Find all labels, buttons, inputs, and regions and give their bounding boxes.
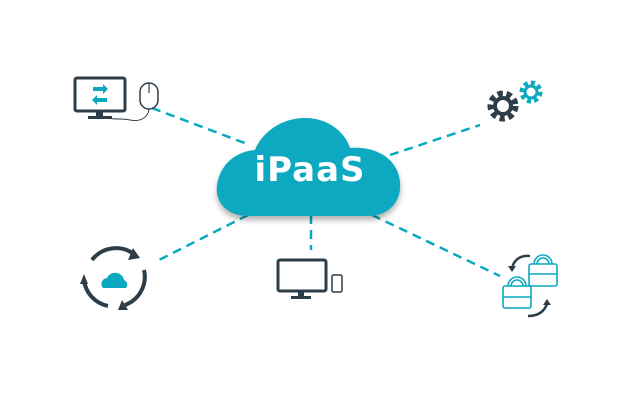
briefcase-exchange-icon bbox=[502, 254, 558, 318]
connector-bottom-left bbox=[154, 213, 249, 264]
connector-top-left bbox=[151, 106, 251, 147]
cloud-cycle-icon bbox=[80, 246, 147, 310]
desktop-sync-mouse-icon bbox=[73, 76, 159, 121]
connectors bbox=[151, 106, 501, 278]
connector-bottom-right bbox=[371, 213, 501, 278]
connector-top-right bbox=[389, 123, 481, 157]
desktop-mobile-icon bbox=[276, 258, 343, 299]
gears-icon bbox=[487, 80, 543, 122]
cloud-shape bbox=[216, 118, 401, 216]
ipaas-label: iPaaS bbox=[254, 150, 366, 190]
